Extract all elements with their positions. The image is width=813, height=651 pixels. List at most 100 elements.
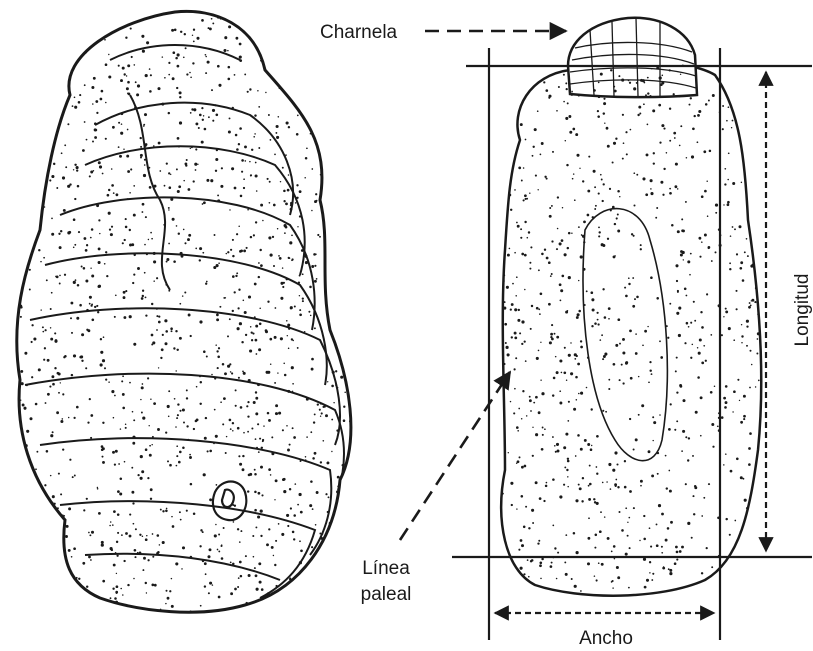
stipple-dot xyxy=(516,508,517,509)
stipple-dot xyxy=(630,377,633,380)
stipple-dot xyxy=(190,148,191,149)
stipple-dot xyxy=(725,308,727,310)
stipple-dot xyxy=(201,141,204,144)
stipple-dot xyxy=(512,283,514,285)
stipple-dot xyxy=(265,330,268,333)
stipple-dot xyxy=(584,439,587,442)
stipple-dot xyxy=(108,604,110,606)
stipple-dot xyxy=(232,310,234,312)
stipple-dot xyxy=(232,255,234,257)
stipple-dot xyxy=(178,233,180,235)
stipple-dot xyxy=(634,298,636,300)
stipple-dot xyxy=(722,68,725,71)
stipple-dot xyxy=(333,402,334,403)
stipple-dot xyxy=(185,164,187,166)
stipple-dot xyxy=(740,476,743,479)
stipple-dot xyxy=(516,108,519,111)
stipple-dot xyxy=(293,538,295,540)
stipple-dot xyxy=(284,606,285,607)
stipple-dot xyxy=(686,322,689,325)
stipple-dot xyxy=(205,573,207,575)
stipple-dot xyxy=(522,390,524,392)
stipple-dot xyxy=(86,585,88,587)
stipple-dot xyxy=(332,371,335,374)
stipple-dot xyxy=(88,556,91,559)
stipple-dot xyxy=(614,223,616,225)
stipple-dot xyxy=(94,136,97,139)
stipple-dot xyxy=(619,379,621,381)
stipple-dot xyxy=(347,151,350,154)
stipple-dot xyxy=(622,338,625,341)
stipple-dot xyxy=(729,268,731,270)
stipple-dot xyxy=(700,435,702,437)
stipple-dot xyxy=(231,167,234,170)
stipple-dot xyxy=(84,121,86,123)
stipple-dot xyxy=(596,466,598,468)
stipple-dot xyxy=(586,290,588,292)
stipple-dot xyxy=(313,574,315,576)
stipple-dot xyxy=(748,463,751,466)
stipple-dot xyxy=(256,353,258,355)
stipple-dot xyxy=(312,457,315,460)
stipple-dot xyxy=(52,603,54,605)
stipple-dot xyxy=(643,558,646,561)
stipple-dot xyxy=(255,397,258,400)
stipple-dot xyxy=(645,193,648,196)
stipple-dot xyxy=(504,301,506,303)
stipple-dot xyxy=(30,557,32,559)
stipple-dot xyxy=(258,106,260,108)
stipple-dot xyxy=(20,482,22,484)
stipple-dot xyxy=(199,320,202,323)
stipple-dot xyxy=(102,422,104,424)
stipple-dot xyxy=(141,211,143,213)
stipple-dot xyxy=(111,390,114,393)
stipple-dot xyxy=(304,255,307,258)
stipple-dot xyxy=(575,499,578,502)
stipple-dot xyxy=(190,76,192,78)
stipple-dot xyxy=(617,318,620,321)
stipple-dot xyxy=(186,397,188,399)
stipple-dot xyxy=(234,74,236,76)
stipple-dot xyxy=(544,176,546,178)
stipple-dot xyxy=(186,73,188,75)
stipple-dot xyxy=(86,244,88,246)
stipple-dot xyxy=(650,179,653,182)
stipple-dot xyxy=(199,247,202,250)
stipple-dot xyxy=(172,77,175,80)
stipple-dot xyxy=(56,558,58,560)
stipple-dot xyxy=(755,386,756,387)
stipple-dot xyxy=(700,396,703,399)
stipple-dot xyxy=(29,68,31,70)
stipple-dot xyxy=(517,460,520,463)
stipple-dot xyxy=(621,79,624,82)
stipple-dot xyxy=(653,421,656,424)
stipple-dot xyxy=(629,418,631,420)
stipple-dot xyxy=(331,419,333,421)
stipple-dot xyxy=(62,418,64,420)
stipple-dot xyxy=(149,68,151,70)
stipple-dot xyxy=(327,209,329,211)
stipple-dot xyxy=(725,401,728,404)
stipple-dot xyxy=(669,188,671,190)
stipple-dot xyxy=(640,485,642,487)
stipple-dot xyxy=(497,561,500,564)
stipple-dot xyxy=(756,581,757,582)
stipple-dot xyxy=(144,272,146,274)
stipple-dot xyxy=(345,369,347,371)
stipple-dot xyxy=(112,451,115,454)
stipple-dot xyxy=(146,535,147,536)
stipple-dot xyxy=(322,440,324,442)
stipple-dot xyxy=(92,141,94,143)
stipple-dot xyxy=(333,16,336,19)
stipple-dot xyxy=(289,444,291,446)
stipple-dot xyxy=(311,168,313,170)
stipple-dot xyxy=(305,456,307,458)
stipple-dot xyxy=(190,556,193,559)
stipple-dot xyxy=(690,97,692,99)
stipple-dot xyxy=(285,59,288,62)
stipple-dot xyxy=(89,175,91,177)
stipple-dot xyxy=(276,136,279,139)
stipple-dot xyxy=(299,295,300,296)
stipple-dot xyxy=(184,291,186,293)
stipple-dot xyxy=(224,36,227,39)
